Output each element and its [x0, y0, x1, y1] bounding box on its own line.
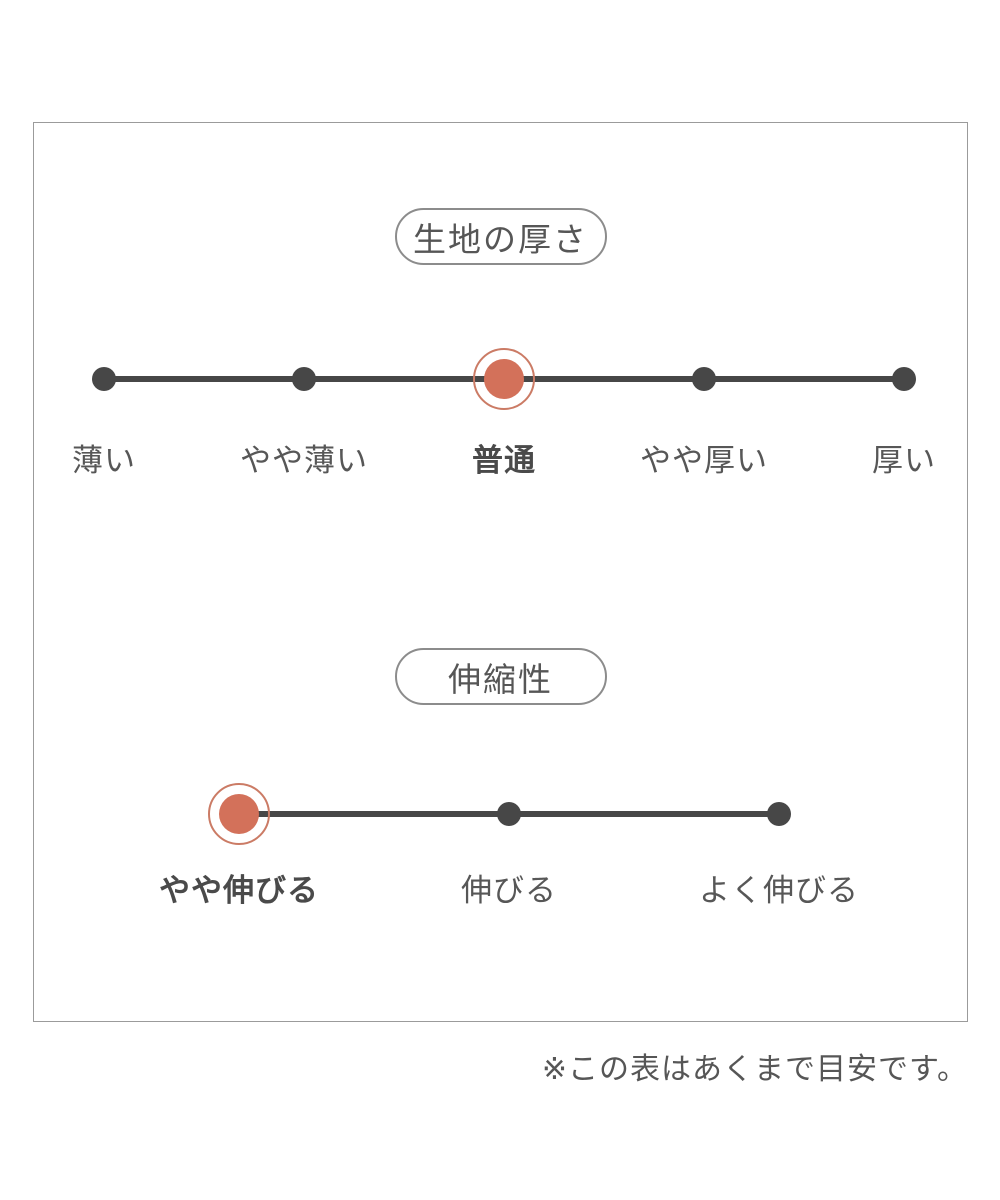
scale-dot [497, 802, 521, 826]
scale-dot [92, 367, 116, 391]
scale-label: やや伸びる [159, 873, 319, 908]
scale-dot-selected [484, 359, 524, 399]
disclaimer-note: ※この表はあくまで目安です。 [541, 1053, 968, 1086]
scale-track [219, 794, 791, 834]
scale-labels: やや伸びる 伸びる よく伸びる [159, 873, 858, 913]
scale-label: 厚い [872, 443, 936, 478]
thickness-title-pill: 生地の厚さ [394, 208, 607, 265]
scale-dot [892, 367, 916, 391]
scale-dot [692, 367, 716, 391]
scale-label: 伸びる [461, 873, 557, 908]
scale-label: やや厚い [640, 443, 768, 478]
guide-box: 生地の厚さ 薄い やや薄い 普通 やや厚い 厚い 伸縮性 やや伸びる 伸びる よく伸びる [33, 122, 968, 1022]
stretch-title: 伸縮性 [448, 660, 553, 698]
scale-label: よく伸びる [699, 873, 859, 908]
scale-dot [292, 367, 316, 391]
scale-label: 普通 [472, 443, 536, 478]
stretch-title-pill: 伸縮性 [394, 648, 607, 705]
scale-labels: 薄い やや薄い 普通 やや厚い 厚い [72, 443, 935, 483]
scale-label: やや薄い [240, 443, 368, 478]
scale-dot-selected [219, 794, 259, 834]
thickness-title: 生地の厚さ [413, 220, 588, 258]
scale-track [92, 359, 916, 399]
scale-label: 薄い [72, 443, 136, 478]
scale-dot [767, 802, 791, 826]
